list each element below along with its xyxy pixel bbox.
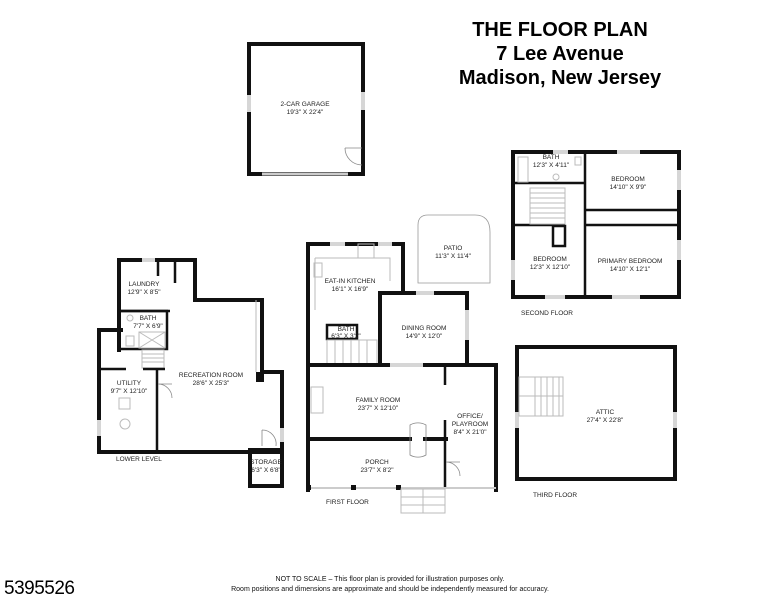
plan-title: THE FLOOR PLAN [472, 19, 648, 41]
room-name: FAMILY ROOM [356, 397, 401, 404]
room-dims: 14'9" X 12'0" [406, 333, 443, 340]
room-name: LAUNDRY [129, 281, 161, 288]
room-dims: 6'3" X 6'8" [251, 467, 281, 474]
room-name: BEDROOM [533, 256, 567, 263]
room-dims: 23'7" X 8'2" [360, 467, 394, 474]
room-dims: 8'4" X 21'0" [453, 429, 487, 436]
address-city: Madison, New Jersey [458, 67, 662, 89]
storage-door-swing [261, 429, 277, 447]
patio-outline [417, 214, 491, 284]
mls-number: 5395526 [4, 578, 75, 599]
fireplace-icon [310, 386, 324, 414]
room-dims: 23'7" X 12'10" [358, 405, 399, 412]
kitchen-counter [315, 257, 391, 281]
sink-icon [126, 314, 134, 322]
room-name: BEDROOM [611, 176, 645, 183]
half-bath-walls [325, 323, 359, 341]
water-heater-icon [118, 397, 131, 410]
bathtub-icon [517, 156, 529, 183]
third-floor-plan: ATTIC 27'4" X 22'8" THIRD FLOOR [515, 345, 677, 499]
disclaimer-line-1: NOT TO SCALE – This floor plan is provid… [275, 576, 505, 583]
family-room-walls [306, 363, 498, 492]
first-floor-stairs [326, 339, 378, 365]
room-name: PRIMARY BEDROOM [598, 258, 663, 265]
address-street: 7 Lee Avenue [496, 43, 624, 65]
toilet-icon [125, 335, 135, 347]
room-dims: 12'9" X 8'5" [127, 289, 161, 296]
room-name: BATH [543, 154, 560, 161]
room-dims: 14'10" X 9'9" [610, 184, 647, 191]
room-dims: 9'7" X 12'10" [111, 388, 148, 395]
room-dims: 14'10" X 12'1" [610, 266, 651, 273]
shower-icon [138, 331, 166, 349]
toilet-icon [574, 156, 582, 166]
furnace-icon [119, 418, 131, 430]
sink-icon [552, 173, 560, 181]
storage-walls [248, 448, 284, 488]
room-name-2: PLAYROOM [452, 421, 488, 428]
lower-level-outer-walls [97, 258, 284, 454]
office-door-swing [445, 461, 461, 477]
shower-cross [138, 331, 166, 349]
garage-plan: 2-CAR GARAGE 19'3" X 22'4" [247, 42, 365, 176]
room-dims: 16'1" X 16'9" [332, 286, 369, 293]
lower-bath-walls [117, 309, 169, 351]
room-dims: 12'3" X 4'11" [533, 162, 570, 169]
structural-column [256, 372, 264, 382]
room-dims: 27'4" X 22'8" [587, 417, 624, 424]
disclaimer: NOT TO SCALE – This floor plan is provid… [210, 575, 570, 595]
room-name: STORAGE [250, 459, 282, 466]
porch-post [396, 485, 401, 490]
room-name: BATH [140, 315, 157, 322]
room-name: PORCH [365, 459, 389, 466]
floor-label-third-floor: THIRD FLOOR [533, 492, 577, 499]
stove-icon [313, 262, 323, 278]
porch-post [351, 485, 356, 490]
room-name: PATIO [444, 245, 463, 252]
room-dims: 19'3" X 22'4" [287, 109, 324, 116]
room-name: OFFICE/ [457, 413, 483, 420]
room-name: BATH [338, 326, 355, 333]
room-dims: 6'3" X 3'2" [331, 333, 361, 340]
room-name: DINING ROOM [402, 325, 447, 332]
lower-stairs [141, 349, 165, 369]
utility-door-swing [157, 383, 173, 399]
garage-door-swing [344, 147, 363, 166]
floor-label-second-floor: SECOND FLOOR [521, 310, 573, 317]
second-floor-plan: BATH 12'3" X 4'11" BEDROOM 14'10" X 9'9"… [511, 150, 681, 317]
room-name: ATTIC [596, 409, 615, 416]
room-name: UTILITY [117, 380, 142, 387]
attic-stairs [518, 376, 564, 417]
room-name: 2-CAR GARAGE [280, 101, 330, 108]
room-dims: 11'3" X 11'4" [435, 253, 471, 260]
second-floor-stairs [529, 187, 566, 225]
room-dims: 7'7" X 6'9" [133, 323, 163, 330]
porch-steps [400, 488, 446, 514]
room-name: RECREATION ROOM [179, 372, 243, 379]
floor-label-lower-level: LOWER LEVEL [116, 456, 162, 463]
room-dims: 12'3" X 12'10" [530, 264, 571, 271]
stair-box [529, 187, 566, 225]
kitchen-sink [357, 243, 375, 259]
lower-level-plan: LAUNDRY 12'9" X 8'5" BATH 7'7" X 6'9" UT… [97, 258, 284, 488]
disclaimer-line-2: Room positions and dimensions are approx… [231, 586, 549, 593]
french-door-swing [409, 422, 427, 458]
room-dims: 28'6" X 25'3" [193, 380, 230, 387]
title-block: THE FLOOR PLAN 7 Lee Avenue Madison, New… [440, 18, 680, 90]
first-floor-plan: EAT-IN KITCHEN 16'1" X 16'9" BATH 6'3" X… [306, 214, 498, 514]
stair-box [141, 349, 165, 369]
closet-box [551, 224, 567, 248]
floor-label-first-floor: FIRST FLOOR [326, 499, 369, 506]
porch-post [306, 485, 311, 490]
room-name: EAT-IN KITCHEN [325, 278, 376, 285]
